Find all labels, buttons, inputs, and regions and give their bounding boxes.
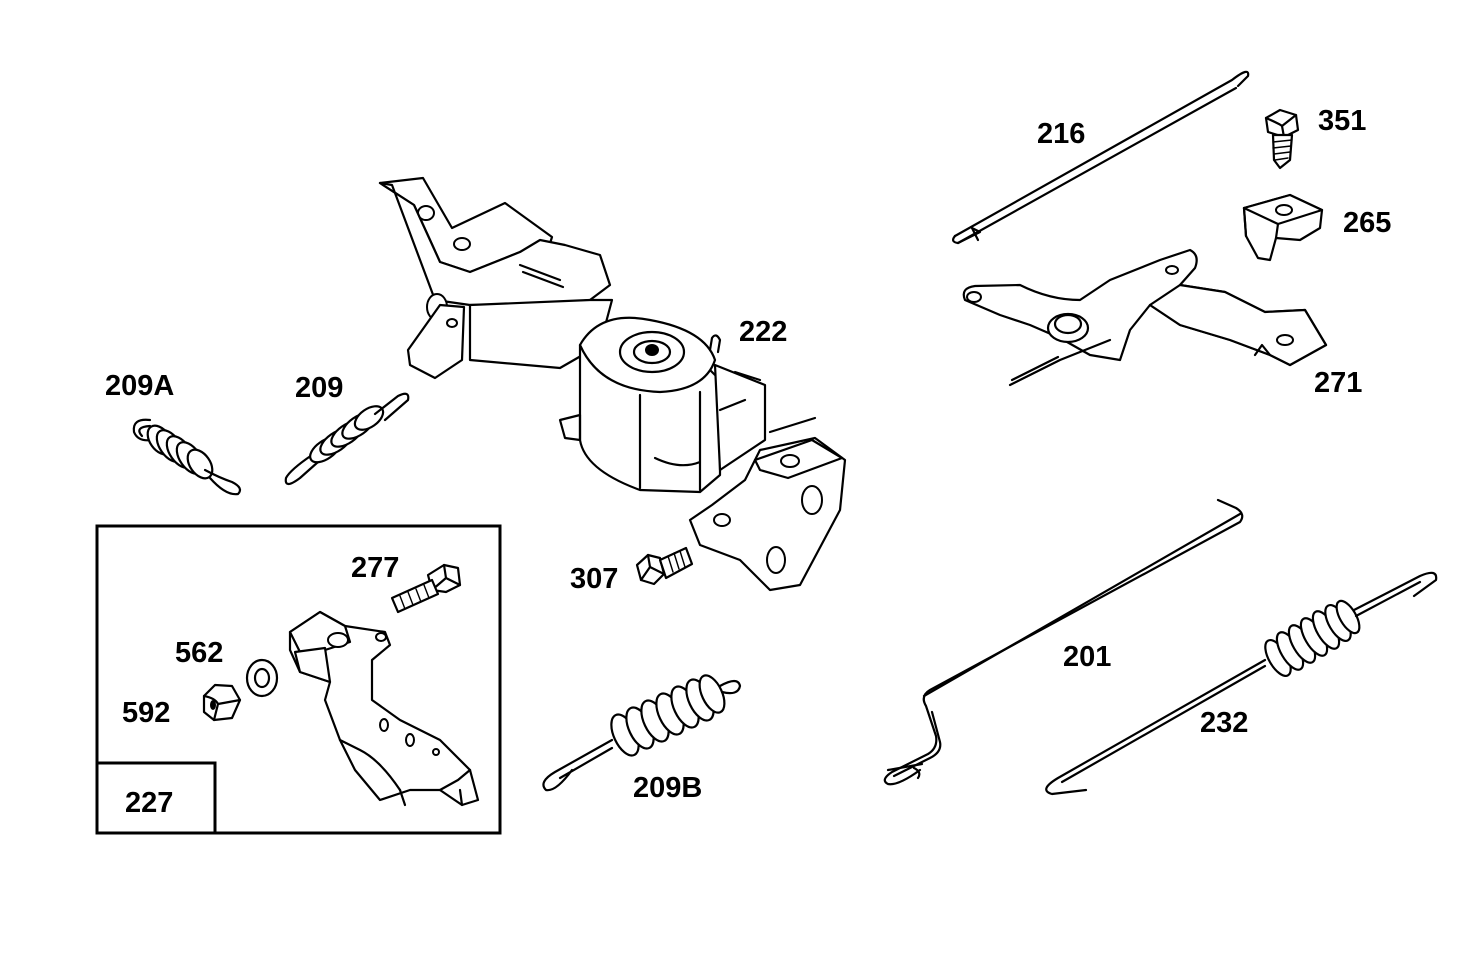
label-562: 562: [175, 637, 223, 669]
label-201: 201: [1063, 641, 1111, 673]
part-265-clamp: [1242, 193, 1324, 262]
part-201-rod: [883, 498, 1244, 786]
label-209: 209: [295, 372, 343, 404]
part-307-screw: [635, 546, 694, 586]
label-271: 271: [1314, 367, 1362, 399]
part-232-spring: [1045, 571, 1438, 796]
part-209a-spring: [132, 418, 242, 496]
part-216-link-rod: [951, 70, 1250, 245]
label-209a: 209A: [105, 370, 174, 402]
part-592-nut: [202, 683, 242, 722]
part-227-kit-box: [95, 524, 502, 835]
part-209-spring: [284, 392, 410, 486]
label-307: 307: [570, 563, 618, 595]
label-351: 351: [1318, 105, 1366, 137]
part-277-bolt: [390, 563, 462, 614]
label-222: 222: [739, 316, 787, 348]
part-351-screw: [1264, 108, 1300, 170]
label-277: 277: [351, 552, 399, 584]
part-227-lever: [288, 610, 480, 807]
part-209b-spring: [542, 674, 742, 792]
part-562-washer: [245, 658, 279, 698]
part-271-governor-plate: [962, 248, 1328, 387]
label-232: 232: [1200, 707, 1248, 739]
label-227: 227: [125, 787, 173, 819]
label-592: 592: [122, 697, 170, 729]
part-222-control-bracket: [378, 176, 847, 592]
label-209b: 209B: [633, 772, 702, 804]
label-265: 265: [1343, 207, 1391, 239]
label-216: 216: [1037, 118, 1085, 150]
